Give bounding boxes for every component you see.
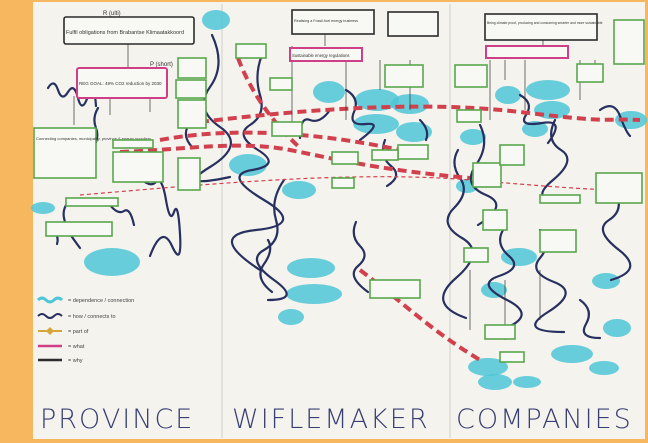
legend-item-4: = what: [68, 344, 85, 350]
province-box-r1: [177, 57, 207, 79]
column-title-companies: COMPANIES: [456, 404, 633, 435]
companies-box-3: [456, 109, 482, 123]
top-header-label: R (ulti): [103, 11, 121, 17]
top-header-box: [63, 16, 195, 45]
wiflemaker-box-7: [371, 149, 399, 161]
wiflemaker-box-3: [384, 64, 424, 88]
companies-top-box: [484, 13, 598, 41]
companies-box-10: [463, 247, 489, 263]
companies-box-6: [595, 172, 643, 204]
companies-top-text: Being climate proof, producing and consu…: [487, 21, 603, 25]
reg-goal-label: P (short): [150, 62, 173, 68]
column-title-province: PROVINCE: [40, 404, 194, 435]
province-box-r3: [177, 99, 207, 129]
province-main-text: Connecting companies, municipality, prov…: [36, 136, 151, 141]
companies-box-8: [482, 209, 508, 231]
wiflemaker-top-text: Realising a Fossil-fuel energy business: [294, 19, 358, 23]
legend-item-2: = how / connects to: [68, 314, 116, 320]
wiflemaker-mid-text: Sustainable energy regulations: [292, 53, 350, 58]
province-box-m4: [65, 197, 119, 207]
legend-item-3: = part of: [68, 329, 89, 335]
wiflemaker-section: Realising a Fossil-fuel energy business …: [235, 9, 439, 299]
wiflemaker-box-8: [331, 177, 355, 189]
province-section: R (ulti) Fulfil obligations from Brabant…: [33, 11, 207, 237]
wiflemaker-box-9: [369, 279, 421, 299]
companies-box-9: [539, 229, 577, 253]
companies-section: Being climate proof, producing and consu…: [454, 13, 645, 363]
companies-box-12: [499, 351, 525, 363]
legend-item-5: = why: [68, 358, 83, 364]
wiflemaker-box-5: [397, 144, 429, 160]
wiflemaker-box-6: [331, 151, 359, 165]
legend: = dependence / connection = how / connec…: [36, 296, 134, 364]
top-header-text: Fulfil obligations from Brabantse Klimaa…: [66, 30, 184, 36]
wiflemaker-box-4: [271, 121, 303, 137]
column-title-wiflemaker: WIFLEMAKER: [232, 404, 430, 435]
province-box-r2: [175, 79, 207, 99]
companies-pink-box: [485, 45, 569, 59]
province-box-m3: [177, 157, 201, 191]
province-box-m1: [112, 139, 154, 149]
wiflemaker-box-2: [269, 77, 293, 91]
companies-box-1: [454, 64, 488, 88]
companies-box-2: [576, 63, 604, 83]
wiflemaker-box-1: [235, 43, 267, 59]
companies-box-5: [499, 144, 525, 166]
companies-box-4: [472, 162, 502, 188]
reg-goal-text: REG GOAL: 49% CO2 reduction by 2030: [79, 81, 162, 86]
province-box-m5: [45, 221, 113, 237]
province-main-box: [33, 127, 97, 179]
wiflemaker-side-box: [387, 11, 439, 37]
wiflemaker-mid-box: [289, 47, 363, 62]
companies-box-7: [539, 194, 581, 204]
reg-goal-box: [76, 67, 168, 99]
wiflemaker-top-box: [291, 9, 375, 35]
companies-box-11: [484, 324, 516, 340]
province-box-m2: [112, 151, 164, 183]
companies-box-r1: [613, 19, 645, 65]
legend-item-1: = dependence / connection: [68, 298, 134, 304]
